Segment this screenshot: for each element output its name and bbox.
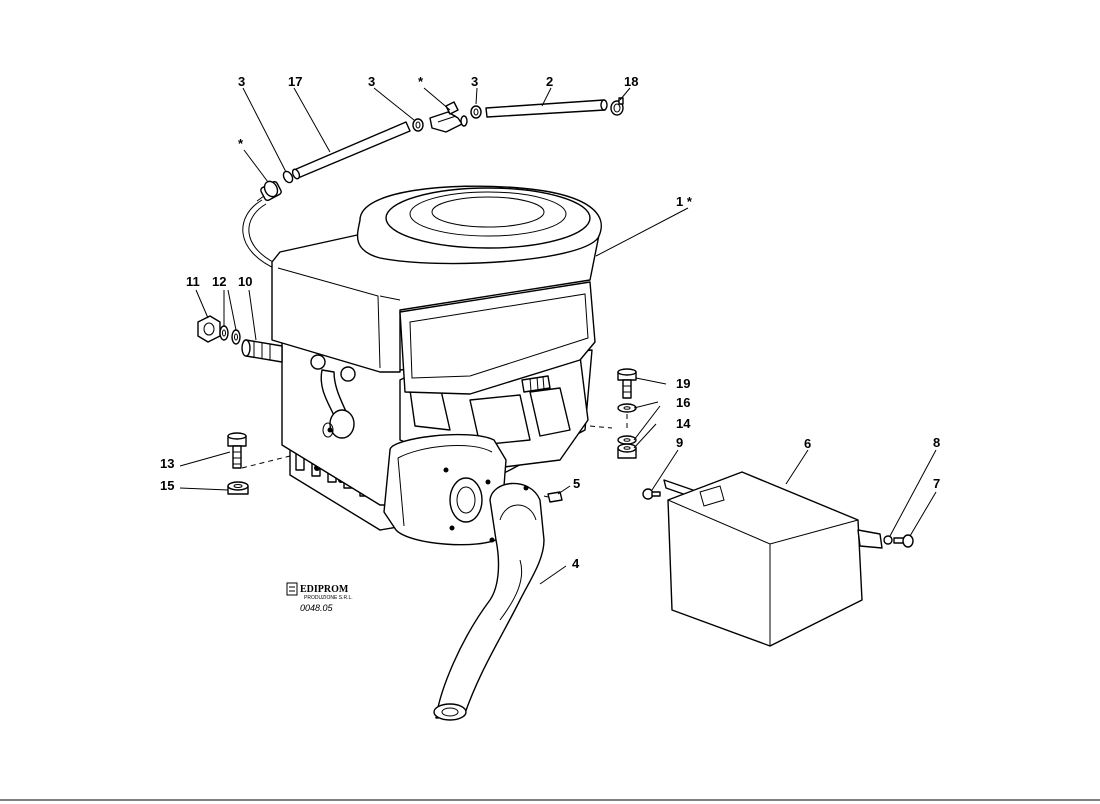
drawing-code: 0048.05 <box>300 603 334 613</box>
fuel-line-assembly <box>242 97 624 271</box>
callout-star: * <box>238 136 244 151</box>
washer-16 <box>617 403 637 413</box>
callout-labels: 1 * 2 3 3 3 4 5 6 7 8 9 10 11 12 13 14 1… <box>160 74 940 571</box>
hose-lower <box>242 199 279 271</box>
callout-3: 3 <box>471 74 478 89</box>
nut-11 <box>197 315 221 343</box>
callout-3: 3 <box>238 74 245 89</box>
spark-plug-lead <box>310 354 356 439</box>
callout-star: * <box>418 74 424 89</box>
screw-5 <box>543 491 563 503</box>
hose-17 <box>293 121 411 179</box>
nut-15 <box>227 481 249 495</box>
callout-11: 11 <box>186 274 200 289</box>
callout-17: 17 <box>288 74 302 89</box>
fuel-valve <box>429 101 468 133</box>
bolt-19 <box>617 368 637 399</box>
logo-tagline: PRODUZIONE S.R.L. <box>304 595 353 601</box>
callout-13: 13 <box>160 456 174 471</box>
washer-8 <box>883 535 893 545</box>
nut-14 <box>617 443 637 459</box>
washer-12 <box>231 329 241 345</box>
callout-1: 1 * <box>676 194 693 209</box>
hose-clamp <box>412 118 424 132</box>
bolt-stack-right <box>617 368 637 459</box>
callout-5: 5 <box>573 476 580 491</box>
oil-drain-parts <box>197 315 283 363</box>
callout-15: 15 <box>160 478 174 493</box>
washer-16 <box>617 435 637 445</box>
muffler <box>383 433 507 546</box>
screw-9 <box>642 488 661 500</box>
logo-brand: EDIPROM <box>300 584 349 595</box>
cylinder-cover <box>399 281 596 395</box>
bolt-13 <box>227 432 247 469</box>
callout-6: 6 <box>804 436 811 451</box>
callout-4: 4 <box>572 556 580 571</box>
callout-18: 18 <box>624 74 638 89</box>
guard-box <box>667 471 863 647</box>
ediprom-logo: EDIPROM PRODUZIONE S.R.L. 0048.05 <box>286 582 353 613</box>
washer-12 <box>219 325 229 341</box>
engine-mount-hardware <box>227 432 249 495</box>
hose-clamp <box>470 105 482 119</box>
callout-12: 12 <box>212 274 226 289</box>
callout-19: 19 <box>676 376 690 391</box>
exhaust-pipe-4 <box>433 482 545 721</box>
callout-8: 8 <box>933 435 940 450</box>
fuel-filter-left <box>256 180 282 202</box>
screw-7 <box>893 534 914 548</box>
air-cleaner-top <box>356 185 602 265</box>
callout-7: 7 <box>933 476 940 491</box>
callout-3: 3 <box>368 74 375 89</box>
hose-2 <box>485 99 606 118</box>
muffler-guard <box>642 471 914 647</box>
drain-tube-10 <box>241 339 283 363</box>
callout-16: 16 <box>676 395 690 410</box>
muffler-assembly <box>383 433 563 721</box>
hose-clamp <box>282 170 294 184</box>
callout-9: 9 <box>676 435 683 450</box>
callout-2: 2 <box>546 74 553 89</box>
leader-lines <box>179 87 937 585</box>
callout-10: 10 <box>238 274 252 289</box>
callout-14: 14 <box>676 416 691 431</box>
logo-mark <box>286 582 298 596</box>
